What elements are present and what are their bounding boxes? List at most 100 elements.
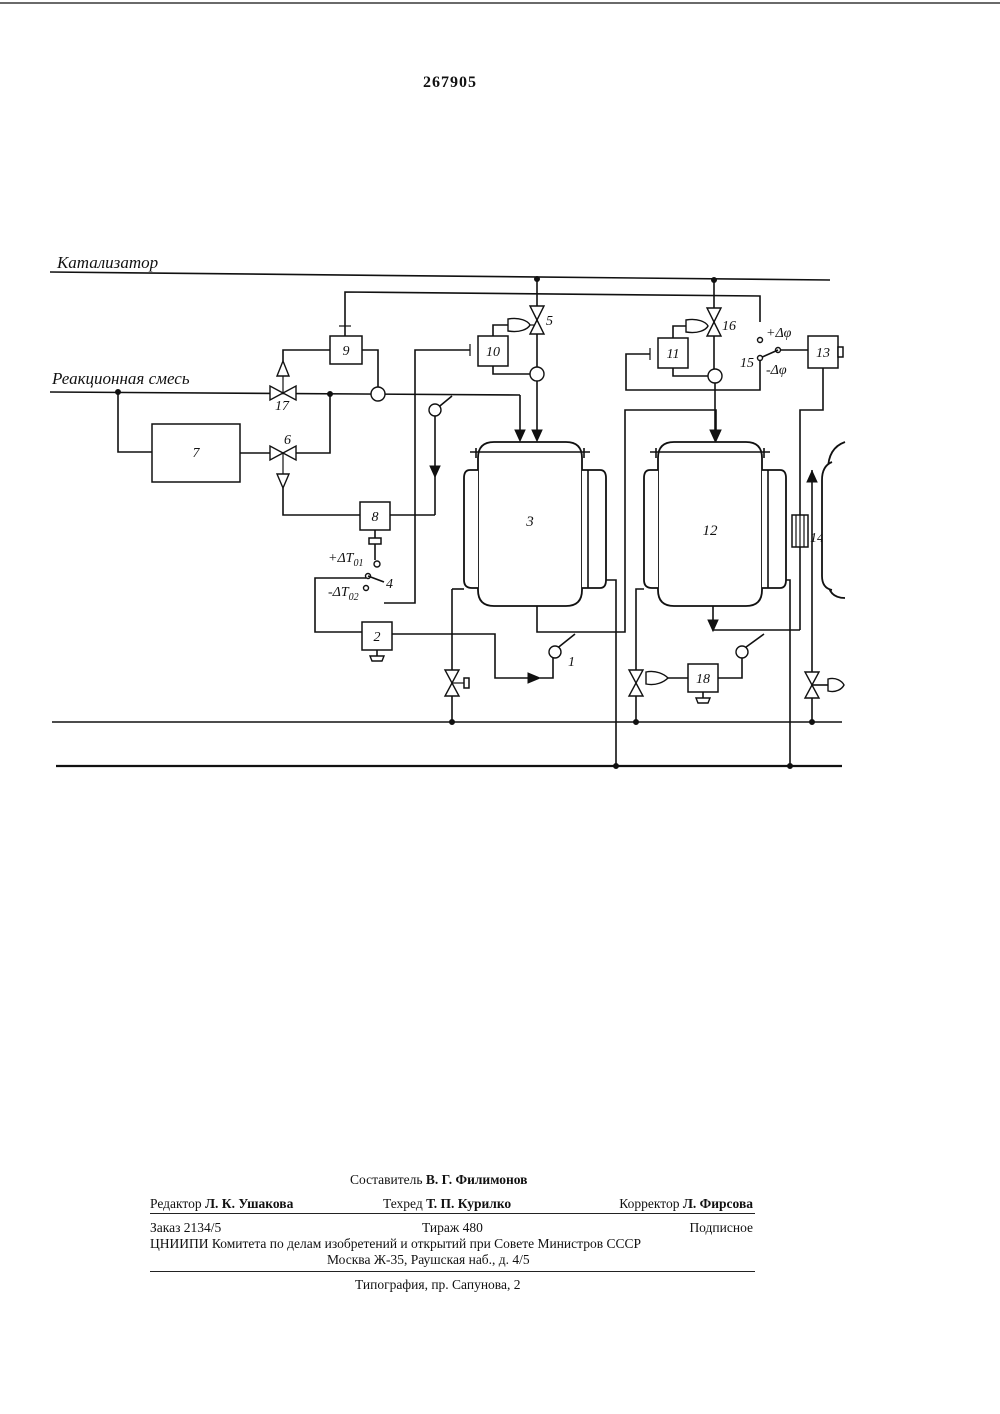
valve-5-top: [530, 306, 544, 320]
catalyst-label: Катализатор: [56, 253, 158, 272]
control-line: [283, 350, 330, 361]
actuator: [696, 698, 710, 703]
flow-meter: [371, 387, 385, 401]
reactor-12-label: 12: [703, 523, 719, 539]
compiler-line: Составитель В. Г. Филимонов: [350, 1172, 527, 1188]
actuator: [838, 347, 843, 357]
print-run: Тираж 480: [422, 1220, 483, 1236]
valve-6-left: [270, 446, 283, 460]
junction-dot: [810, 720, 815, 725]
outlet-line-12: [713, 606, 800, 630]
switch-contact: [374, 561, 380, 567]
coolant-return-line: [786, 580, 790, 766]
switch-4-label: 4: [386, 577, 393, 592]
arrow: [532, 430, 542, 441]
reactor-12-jacket-right: [762, 470, 786, 588]
valve-17-right: [283, 386, 296, 400]
unit-18-label: 18: [696, 672, 710, 687]
valve-actuator: [828, 678, 844, 691]
reactor-next-jacket: [822, 462, 832, 590]
flow-meter: [708, 369, 722, 383]
control-line: [362, 350, 378, 387]
reactor-3-jacket-right: [582, 470, 606, 588]
valve-6-right: [283, 446, 296, 460]
coolant-valve-bottom: [445, 683, 459, 696]
valve-16-bottom: [707, 322, 721, 336]
coolant-line: [636, 589, 644, 670]
address: Москва Ж-35, Раушская наб., д. 4/5: [327, 1252, 530, 1268]
reactor-3-jacket-left: [464, 470, 478, 588]
unit-7-label: 7: [193, 446, 201, 461]
unit-13-label: 13: [816, 346, 830, 361]
junction-dot: [634, 720, 639, 725]
corrector-name: Л. Фирсова: [683, 1196, 753, 1211]
valve-5-actuator: [508, 318, 530, 331]
control-line: [384, 350, 470, 603]
editor-name: Л. К. Ушакова: [205, 1196, 293, 1211]
coolant-valve-next-bottom: [805, 685, 819, 698]
unit-8-label: 8: [372, 510, 379, 525]
printing-info: Типография, пр. Сапунова, 2: [150, 1277, 755, 1297]
valve-16-label: 16: [722, 319, 736, 334]
corrector-role: Корректор: [619, 1196, 679, 1211]
sensor-line: [540, 654, 553, 678]
valve-6-actuator: [277, 474, 289, 488]
switch-15-plus: +Δφ: [766, 326, 792, 341]
control-line: [718, 658, 742, 678]
editor-role: Редактор: [150, 1196, 202, 1211]
unit-9-label: 9: [343, 344, 350, 359]
coolant-valve-top: [629, 670, 643, 683]
valve-6-label: 6: [284, 433, 291, 448]
switch-15-label: 15: [740, 356, 754, 371]
sensor-1: [549, 646, 561, 658]
publisher: ЦНИИПИ Комитета по делам изобретений и о…: [150, 1236, 755, 1252]
switch-contact: [758, 338, 763, 343]
valve-actuator: [646, 671, 668, 684]
temperature-sensor: [736, 646, 748, 658]
reactor-12-jacket-left: [644, 470, 658, 588]
process-diagram: Катализатор Реакционная смесь 7 6 17 9 8: [0, 0, 1000, 800]
manual-actuator: [464, 678, 469, 688]
control-line: [283, 488, 360, 515]
control-line: [673, 368, 708, 376]
switch-4-minus: -ΔT02: [328, 585, 359, 603]
arrow: [807, 471, 817, 482]
valve-17-left: [270, 386, 283, 400]
control-line: [673, 326, 686, 338]
reactor-3-label: 3: [525, 514, 534, 530]
valve-17-actuator: [277, 361, 289, 376]
actuator: [369, 538, 381, 544]
junction-dot: [450, 720, 455, 725]
coolant-valve-bottom: [629, 683, 643, 696]
techred-role: Техред: [383, 1196, 423, 1211]
switch-contact: [364, 586, 369, 591]
compiler-role: Составитель: [350, 1172, 423, 1187]
printing-house: Типография, пр. Сапунова, 2: [355, 1277, 521, 1293]
order-number: Заказ 2134/5: [150, 1220, 221, 1236]
arrow: [515, 430, 525, 441]
switch-15-minus: -Δφ: [766, 363, 787, 378]
switch-4-plus: +ΔT01: [328, 551, 363, 569]
unit-2-label: 2: [374, 630, 381, 645]
unit-11-label: 11: [667, 347, 680, 362]
control-line: [493, 325, 508, 336]
control-line: [493, 366, 530, 374]
junction-dot: [614, 764, 619, 769]
junction-dot: [788, 764, 793, 769]
coolant-return-line: [606, 580, 616, 766]
bypass-line: [118, 392, 152, 452]
unit-10-label: 10: [486, 345, 500, 360]
techred-line: Техред Т. П. Курилко: [383, 1196, 511, 1212]
valve-16-top: [707, 308, 721, 322]
sensor-1-label: 1: [568, 655, 575, 670]
bypass-line: [296, 394, 330, 453]
editor-line: Редактор Л. К. Ушакова: [150, 1196, 293, 1212]
valve-17-label: 17: [275, 399, 290, 414]
coolant-valve-next-top: [805, 672, 819, 685]
arrow: [430, 466, 440, 477]
switch-lever: [368, 576, 384, 582]
arrow: [528, 673, 540, 683]
valve-5-label: 5: [546, 314, 553, 329]
valve-5-bottom: [530, 320, 544, 334]
switch-contact: [758, 356, 763, 361]
